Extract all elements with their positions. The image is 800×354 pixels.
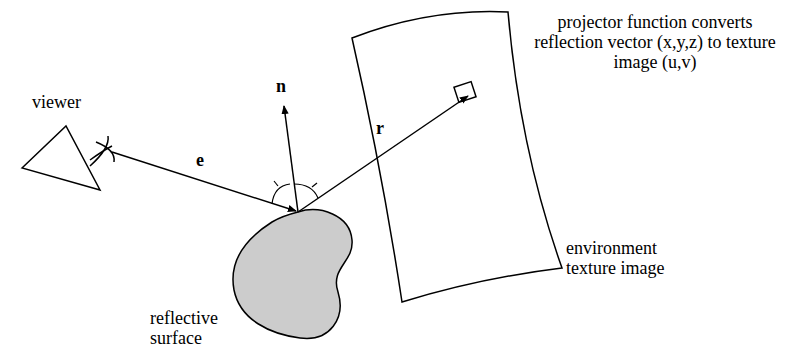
projector-note: projector function converts reflection v…: [530, 12, 780, 72]
normal-vector: [284, 106, 298, 212]
environment-sheet: [352, 12, 562, 302]
reflective-surface-blob: [233, 210, 352, 339]
texel-square: [454, 82, 476, 103]
vector-label: e: [196, 150, 216, 170]
texture-label: environment texture image: [566, 238, 688, 278]
vector-label: r: [376, 118, 396, 138]
surface-label: reflective surface: [150, 308, 242, 348]
reflection-vector: [298, 96, 468, 212]
angle-marks: [272, 181, 318, 204]
viewer-label: viewer: [32, 92, 122, 112]
viewer-icon: [22, 126, 114, 190]
vector-label: n: [276, 76, 296, 96]
